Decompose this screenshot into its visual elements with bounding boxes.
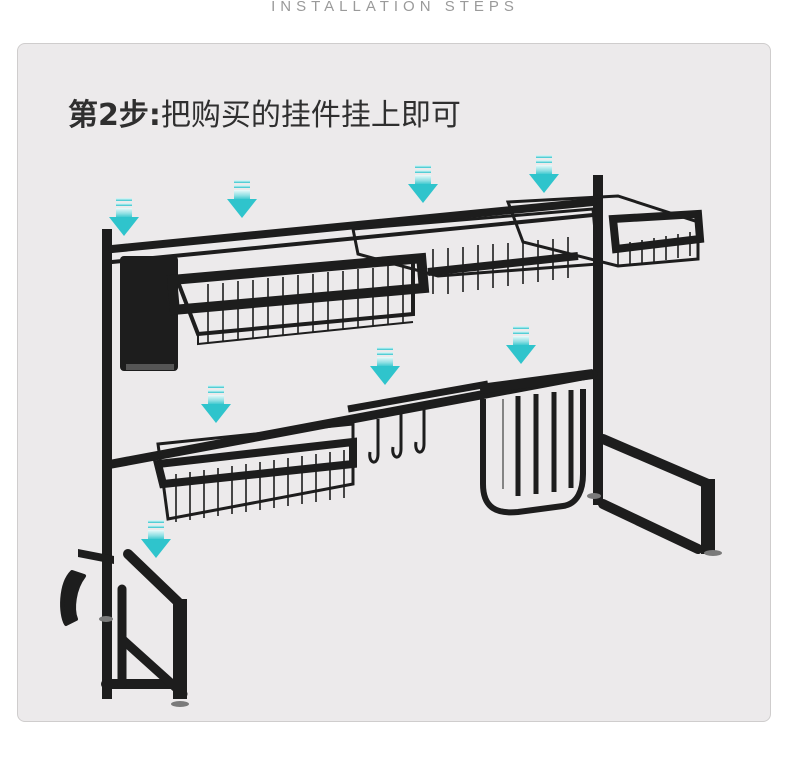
dish-rack-illustration bbox=[60, 155, 722, 707]
down-arrow-icon bbox=[141, 520, 171, 558]
top-basket-right bbox=[505, 194, 705, 268]
rack-frame bbox=[60, 175, 722, 707]
cutting-board-holder bbox=[479, 369, 594, 516]
top-basket-middle bbox=[351, 207, 600, 294]
down-arrow-icon bbox=[109, 198, 139, 236]
bottom-basket-left bbox=[153, 422, 357, 522]
top-basket-left bbox=[166, 252, 430, 346]
step-text: 把购买的挂件挂上即可 bbox=[160, 98, 461, 133]
hook-bar bbox=[347, 380, 489, 464]
utensil-holder bbox=[120, 256, 178, 371]
page-header: INSTALLATION STEPS bbox=[271, 0, 519, 15]
installation-step-card: 第2步:把购买的挂件挂上即可 bbox=[17, 43, 771, 722]
down-arrow-icon bbox=[529, 155, 559, 193]
down-arrow-icon bbox=[370, 347, 400, 385]
step-title: 第2步:把购买的挂件挂上即可 bbox=[68, 96, 461, 136]
down-arrow-icon bbox=[201, 385, 231, 423]
down-arrow-icon bbox=[506, 326, 536, 364]
down-arrow-icon bbox=[408, 165, 438, 203]
down-arrow-icon bbox=[227, 180, 257, 218]
step-label: 第2步: bbox=[68, 98, 161, 133]
